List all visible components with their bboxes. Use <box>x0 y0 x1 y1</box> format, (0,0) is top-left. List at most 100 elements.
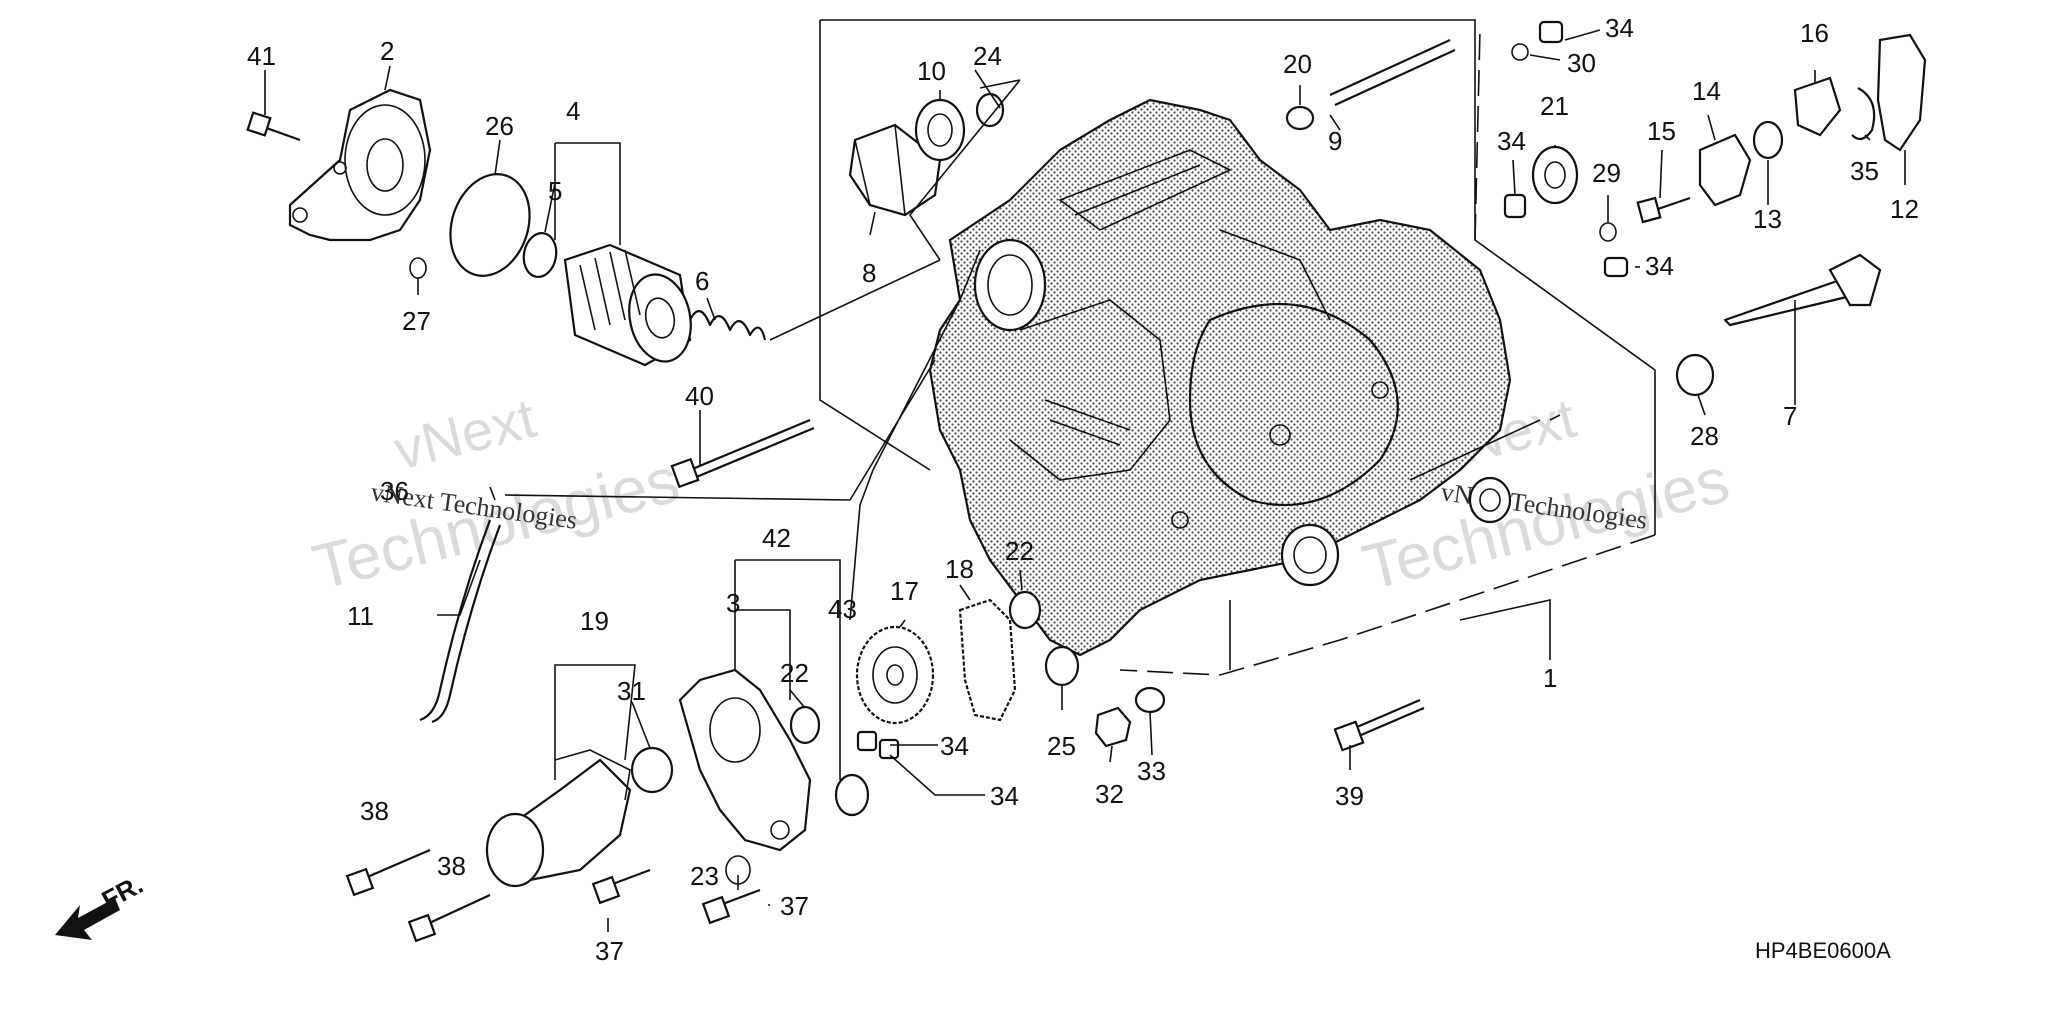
callout-30: 30 <box>1567 48 1596 78</box>
o-ring-31 <box>630 746 674 794</box>
callout-31: 31 <box>617 676 646 706</box>
dowel-34-lower-b <box>878 738 900 760</box>
callout-18: 18 <box>945 554 974 584</box>
callout-4: 4 <box>566 96 580 126</box>
callout-38-b: 38 <box>437 851 466 881</box>
callout-5: 5 <box>548 176 562 206</box>
callout-20: 20 <box>1283 49 1312 79</box>
watermark-left-line1: vNext <box>388 386 543 482</box>
callout-41: 41 <box>247 41 276 71</box>
callout-37-a: 37 <box>595 936 624 966</box>
bolt-37-a <box>609 868 651 887</box>
callout-labels: 1 2 3 4 5 6 7 8 9 10 11 12 13 14 15 16 1… <box>247 13 1919 966</box>
callout-32: 32 <box>1095 779 1124 809</box>
seal-5 <box>522 232 558 278</box>
front-arrow-icon <box>55 898 120 940</box>
callout-39: 39 <box>1335 781 1364 811</box>
callout-3: 3 <box>726 588 740 618</box>
callout-12: 12 <box>1890 194 1919 224</box>
assembly-frame <box>819 19 1656 676</box>
bearing-24 <box>975 92 1005 128</box>
o-ring-26 <box>449 173 531 277</box>
oil-seal-10 <box>914 98 966 162</box>
callout-24: 24 <box>973 41 1002 71</box>
nut-32 <box>1094 706 1132 748</box>
callout-2: 2 <box>380 36 394 66</box>
bearing-22-right <box>1008 590 1042 630</box>
callout-1: 1 <box>1543 663 1557 693</box>
callout-19: 19 <box>580 606 609 636</box>
plate-16 <box>1793 76 1842 137</box>
callout-37-b: 37 <box>780 891 809 921</box>
cover-14 <box>1698 133 1752 207</box>
callout-22-right: 22 <box>1005 536 1034 566</box>
diagram-code: HP4BE0600A <box>1755 938 1891 963</box>
bearing-21 <box>1531 145 1579 205</box>
callout-35: 35 <box>1850 156 1879 186</box>
bearing-43 <box>834 773 870 817</box>
callout-29: 29 <box>1592 158 1621 188</box>
bolt-40 <box>670 418 815 489</box>
callout-25: 25 <box>1047 731 1076 761</box>
callout-26: 26 <box>485 111 514 141</box>
spring-6 <box>689 310 767 341</box>
dowel-34-top <box>1538 20 1564 44</box>
callout-36: 36 <box>380 476 409 506</box>
callout-43: 43 <box>828 594 857 624</box>
callout-34-bottom: 34 <box>990 781 1019 811</box>
dowel-34-mid <box>1503 193 1527 219</box>
bearing-22-left <box>789 705 821 745</box>
washer-30 <box>1511 43 1529 61</box>
callout-14: 14 <box>1692 76 1721 106</box>
bolt-38-a <box>364 848 431 880</box>
washer-27 <box>409 257 427 279</box>
bolt-9 <box>1329 39 1456 106</box>
leader-lines <box>264 29 1906 932</box>
callout-13: 13 <box>1753 204 1782 234</box>
dipstick-7 <box>1723 253 1882 327</box>
washer-33 <box>1134 686 1166 714</box>
callout-6: 6 <box>695 266 709 296</box>
watermark-left: vNext Technologies vNext Technologies <box>306 386 686 604</box>
oil-filter-cover <box>288 88 432 242</box>
housing-3 <box>678 668 812 852</box>
dowel-34-lower-a <box>856 730 878 752</box>
callout-34-top: 34 <box>1605 13 1634 43</box>
callout-11: 11 <box>347 601 374 631</box>
bearing-25 <box>1044 645 1080 687</box>
callout-38-a: 38 <box>360 796 389 826</box>
starter-motor-19 <box>485 749 632 888</box>
bolt-38-b <box>424 894 491 926</box>
callout-22-left: 22 <box>780 658 809 688</box>
callout-10: 10 <box>917 56 946 86</box>
crankcase-cover <box>928 98 1512 657</box>
callout-8: 8 <box>862 258 876 288</box>
callout-33: 33 <box>1137 756 1166 786</box>
callout-23: 23 <box>690 861 719 891</box>
bolt-39 <box>1349 698 1425 740</box>
spring-13 <box>1752 120 1784 160</box>
bolt-37-b <box>719 888 761 907</box>
o-ring-28 <box>1675 353 1715 397</box>
callout-15: 15 <box>1647 116 1676 146</box>
callout-7: 7 <box>1783 401 1797 431</box>
bolt-41 <box>246 111 301 142</box>
pipe-11 <box>419 519 492 722</box>
gear-arm-18 <box>958 598 1017 722</box>
impeller-8 <box>848 123 942 217</box>
washer-29 <box>1599 222 1617 242</box>
callout-16: 16 <box>1800 18 1829 48</box>
gear-17 <box>855 625 935 725</box>
oil-filter <box>563 243 692 367</box>
bolt-15 <box>1654 196 1691 212</box>
dowel-34-right <box>1603 256 1629 278</box>
callout-34-right: 34 <box>1645 251 1674 281</box>
plate-12 <box>1876 33 1927 152</box>
callout-21: 21 <box>1540 91 1569 121</box>
callout-28: 28 <box>1690 421 1719 451</box>
callout-9: 9 <box>1328 126 1342 156</box>
callout-27: 27 <box>402 306 431 336</box>
washer-20 <box>1285 105 1315 131</box>
callout-17: 17 <box>890 576 919 606</box>
